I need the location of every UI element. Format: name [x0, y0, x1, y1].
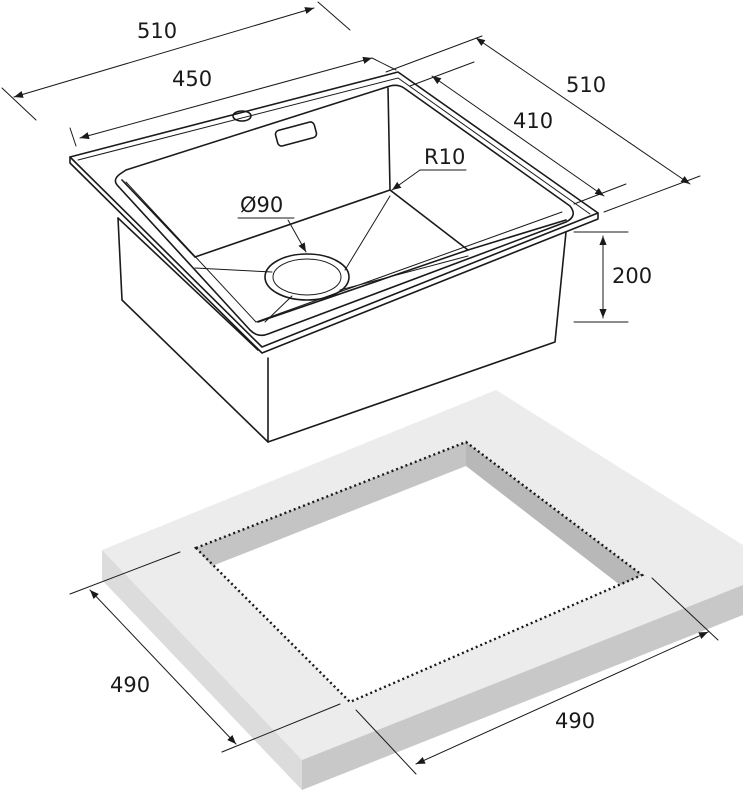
bowl-left-corner	[121, 179, 196, 258]
label-corner-radius: R10	[424, 145, 465, 169]
bowl-right-corner	[467, 219, 567, 251]
flange-inner-line	[77, 77, 591, 215]
drain-outer	[264, 253, 350, 301]
drain-rib	[194, 267, 273, 273]
label-overall-depth: 510	[566, 73, 606, 97]
label-bowl-width: 450	[172, 67, 212, 91]
dim-ext-line	[651, 577, 719, 641]
cutout-wall-right	[466, 442, 642, 585]
bowl-top-edge	[114, 84, 574, 337]
overflow-plate	[274, 121, 318, 147]
dim-ext-line	[385, 35, 483, 73]
drain-rib	[339, 255, 469, 291]
dim-ext-line	[69, 551, 181, 595]
dim-line-cutout-left	[89, 589, 237, 745]
dim-ext-line	[409, 61, 475, 87]
dim-line-cutout-bottom	[415, 631, 709, 765]
bowl-inner-rim	[125, 181, 563, 323]
flange-edge	[69, 156, 599, 354]
bowl-floor-outline	[194, 189, 469, 323]
label-drain-diameter: Ø90	[240, 193, 283, 217]
label-bowl-depth: 410	[513, 109, 553, 133]
countertop-drawing	[102, 390, 743, 790]
leader-drain-diameter	[287, 219, 307, 253]
sink-dimensions: 510 450 510 410 200 R10 Ø90	[1, 1, 701, 323]
dim-line-bowl-depth	[431, 75, 605, 197]
dim-ext-line	[221, 703, 341, 753]
drain-rib	[264, 295, 293, 323]
label-cutout-left: 490	[110, 673, 150, 697]
cutout-dimensions: 490 490	[69, 551, 719, 775]
cutout-dotted-line	[193, 440, 645, 704]
drain-rib	[344, 195, 391, 271]
dim-line-bowl-width	[79, 56, 373, 140]
sink-body-rim-lower	[117, 217, 259, 351]
bowl-back-corner	[387, 87, 391, 191]
dim-ext-line	[355, 709, 417, 775]
dim-ext-line	[1, 87, 37, 121]
dim-ext-line	[317, 1, 351, 31]
drain-inner	[272, 258, 342, 296]
dim-ext-line	[573, 183, 627, 205]
leader-corner-radius	[391, 169, 421, 191]
label-overall-width: 510	[137, 19, 177, 43]
dim-ext-line	[69, 127, 77, 147]
label-bowl-height: 200	[612, 264, 652, 288]
dim-line-overall-width	[13, 7, 315, 98]
cutout-wall-back	[196, 442, 466, 566]
dim-ext-line	[371, 57, 397, 71]
label-cutout-bottom: 490	[555, 709, 595, 733]
